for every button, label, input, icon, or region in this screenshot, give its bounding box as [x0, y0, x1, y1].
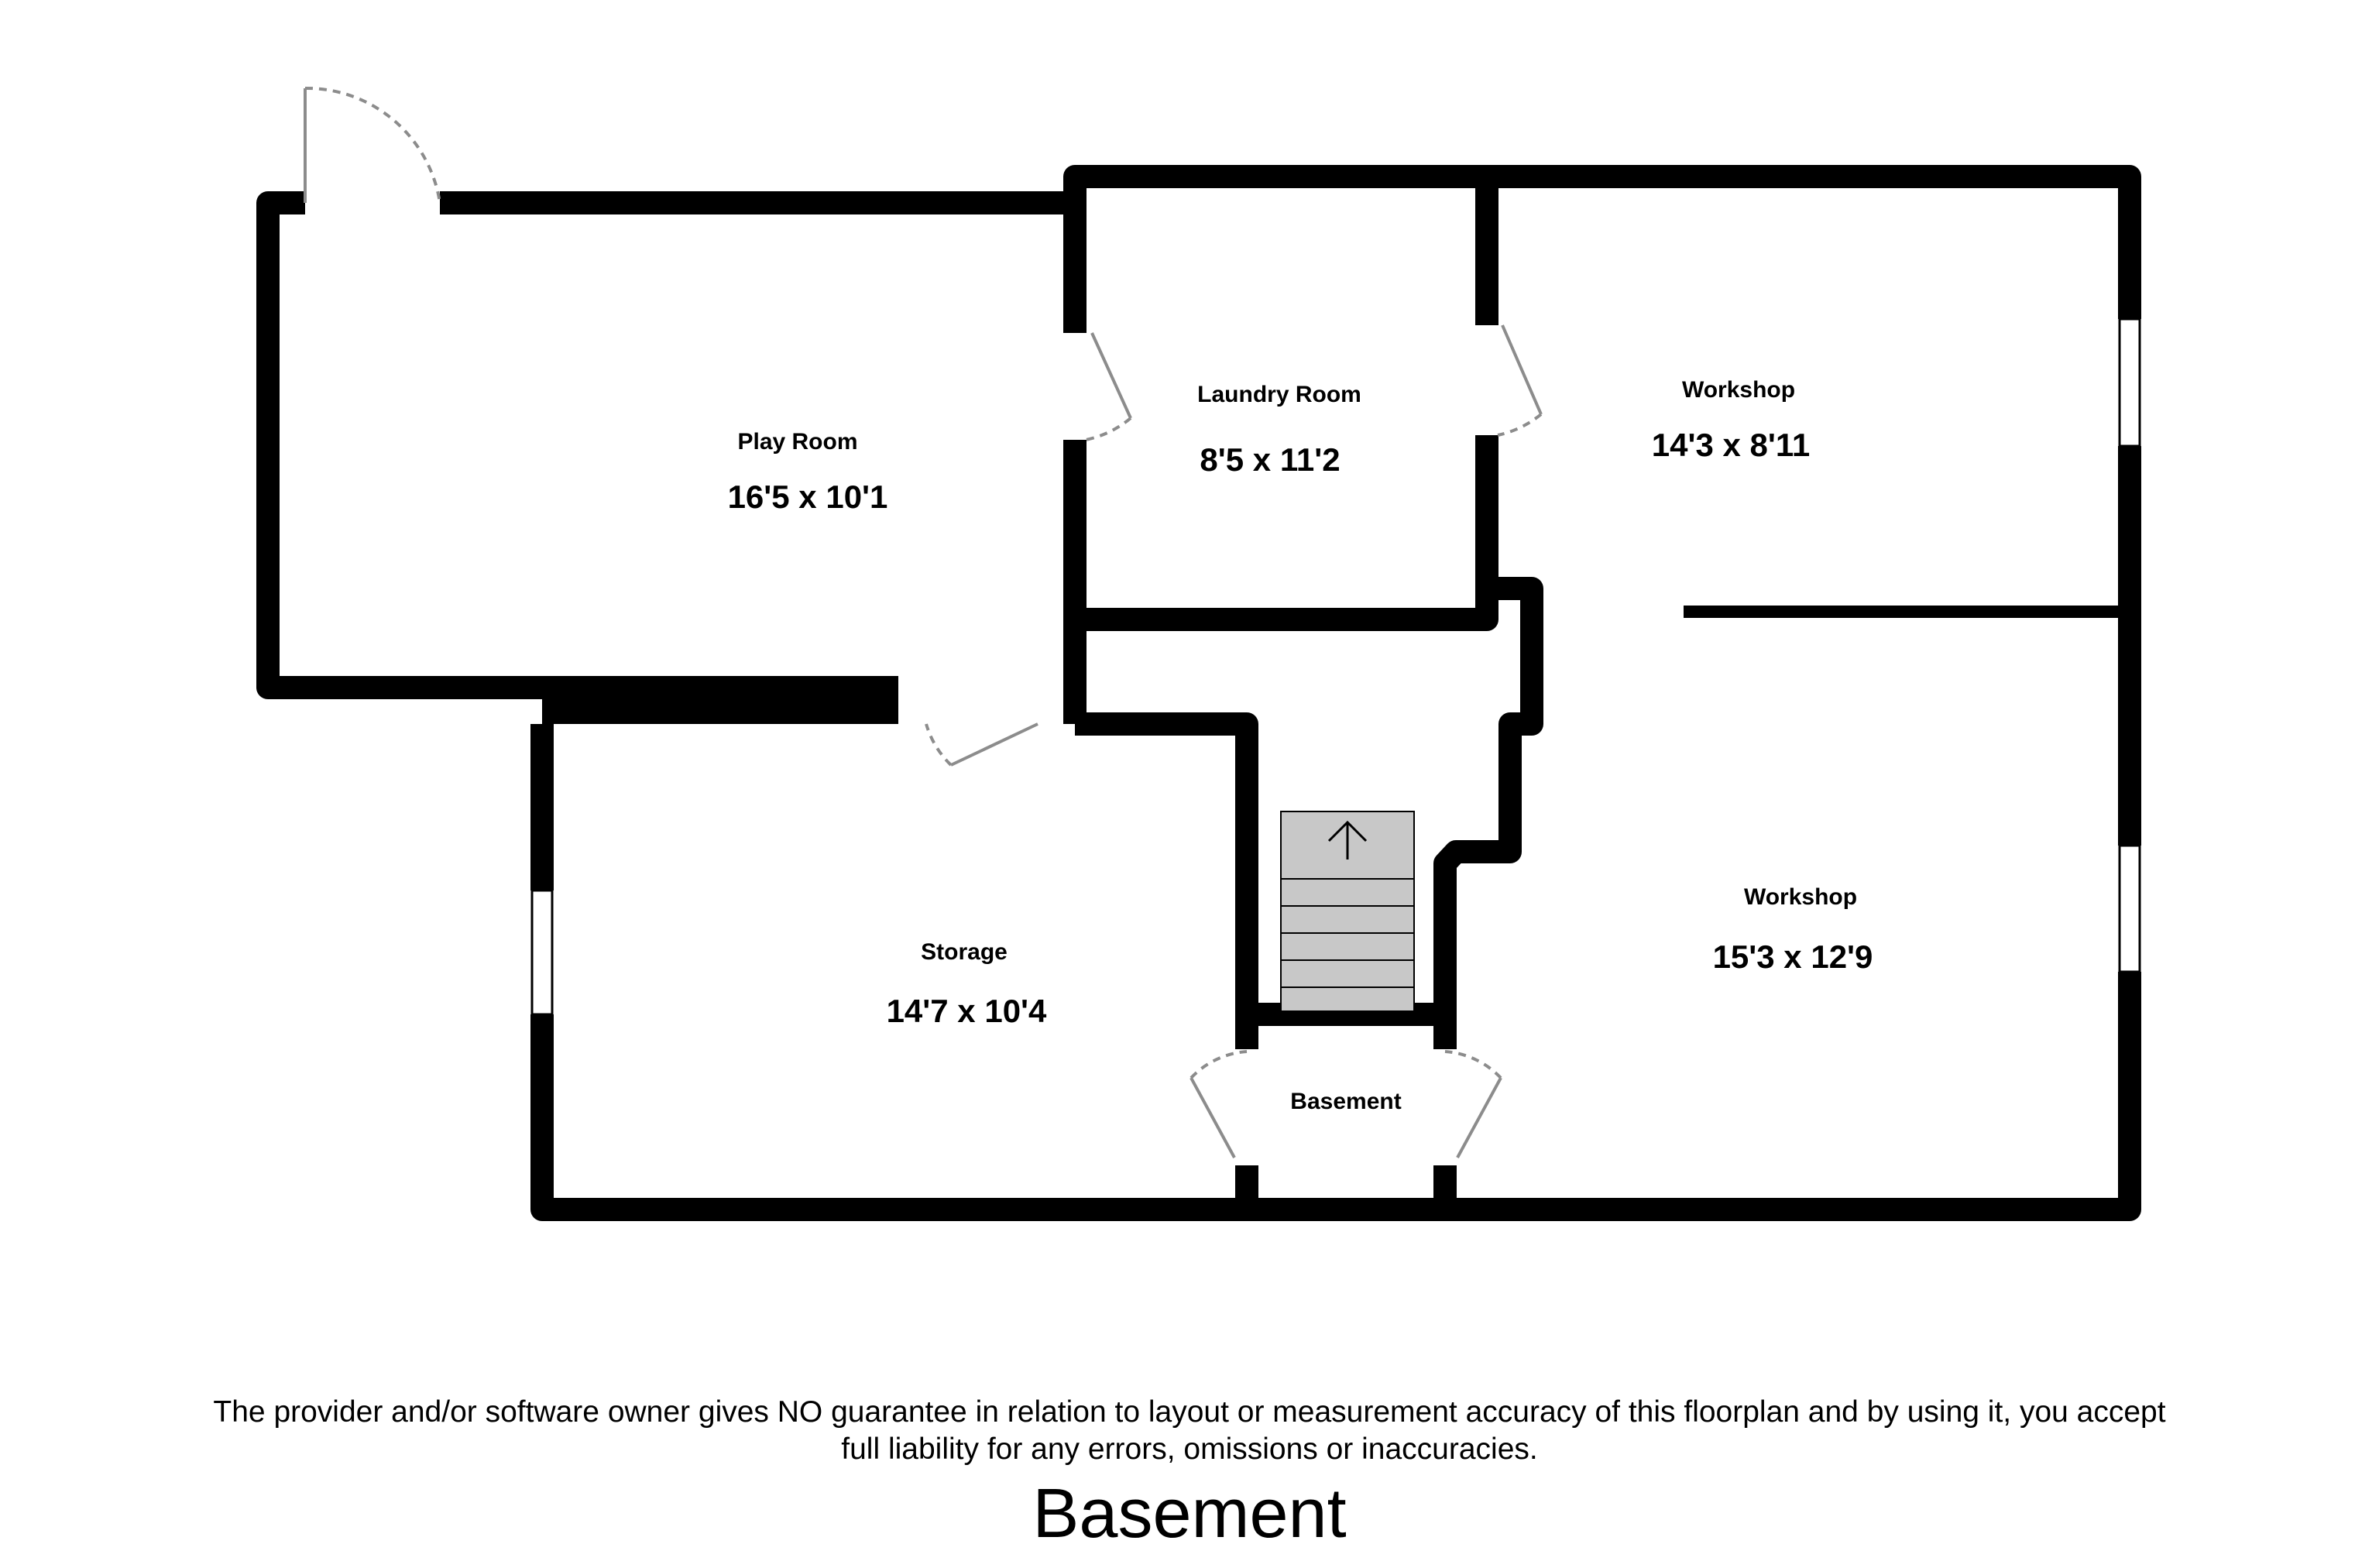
door-basement-right-leaf: [1456, 1077, 1502, 1158]
wall-storage-north-east: [1075, 712, 1258, 1014]
doors: [304, 86, 1543, 1158]
window-workshop-upper-east: [2118, 317, 2141, 448]
windows: [530, 317, 2141, 1016]
window-workshop-lower-east: [2118, 844, 2141, 973]
room-name-workshop-upper: Workshop: [1682, 377, 1795, 403]
door-workshop-swing: [1497, 413, 1543, 437]
door-storage-leaf: [950, 722, 1038, 767]
disclaimer-line-1: The provider and/or software owner gives…: [213, 1395, 2166, 1429]
room-dims-play-room: 16'5 x 10'1: [728, 479, 888, 515]
door-basement-left-leaf: [1190, 1077, 1236, 1158]
door-laundry-swing: [1085, 417, 1132, 441]
disclaimer: The provider and/or software owner gives…: [0, 1394, 2379, 1468]
door-laundry-leaf: [1090, 332, 1132, 419]
wall-workshop-east-south: [1433, 972, 2141, 1221]
room-name-basement: Basement: [1290, 1089, 1401, 1114]
room-name-storage: Storage: [921, 939, 1008, 965]
floor-title: Basement: [1032, 1475, 1347, 1553]
wall-laundry-top: [1063, 165, 1498, 325]
room-dims-storage: 14'7 x 10'4: [887, 993, 1047, 1029]
door-basement-left-swing: [1190, 1050, 1248, 1079]
wall-laundry-right-lower: [1075, 435, 1498, 631]
arrow-up-icon: [1327, 820, 1368, 859]
walls: [256, 165, 2141, 1221]
room-labels: Play Room 16'5 x 10'1 Laundry Room 8'5 x…: [728, 377, 1873, 1114]
room-dims-workshop-lower: 15'3 x 12'9: [1713, 938, 1873, 975]
wall-playroom-south-thick: [542, 678, 898, 724]
room-dims-laundry-room: 8'5 x 11'2: [1200, 441, 1340, 478]
room-name-laundry-room: Laundry Room: [1197, 382, 1361, 407]
door-basement-right-swing: [1444, 1050, 1502, 1079]
window-storage-west: [530, 889, 554, 1016]
room-name-workshop-lower: Workshop: [1744, 884, 1857, 910]
disclaimer-line-2: full liability for any errors, omissions…: [841, 1432, 1538, 1466]
door-workshop-leaf: [1501, 324, 1543, 415]
room-name-play-room: Play Room: [737, 429, 857, 455]
door-exterior-swing: [304, 86, 441, 204]
wall-storage-west-lower: [530, 1014, 1258, 1221]
wall-workshop-north-east: [1487, 165, 2141, 319]
door-storage-swing: [925, 723, 953, 767]
wall-corridor-right: [1433, 577, 1543, 1049]
stairs: [1280, 811, 1415, 1012]
room-dims-workshop-upper: 14'3 x 8'11: [1652, 427, 1811, 463]
